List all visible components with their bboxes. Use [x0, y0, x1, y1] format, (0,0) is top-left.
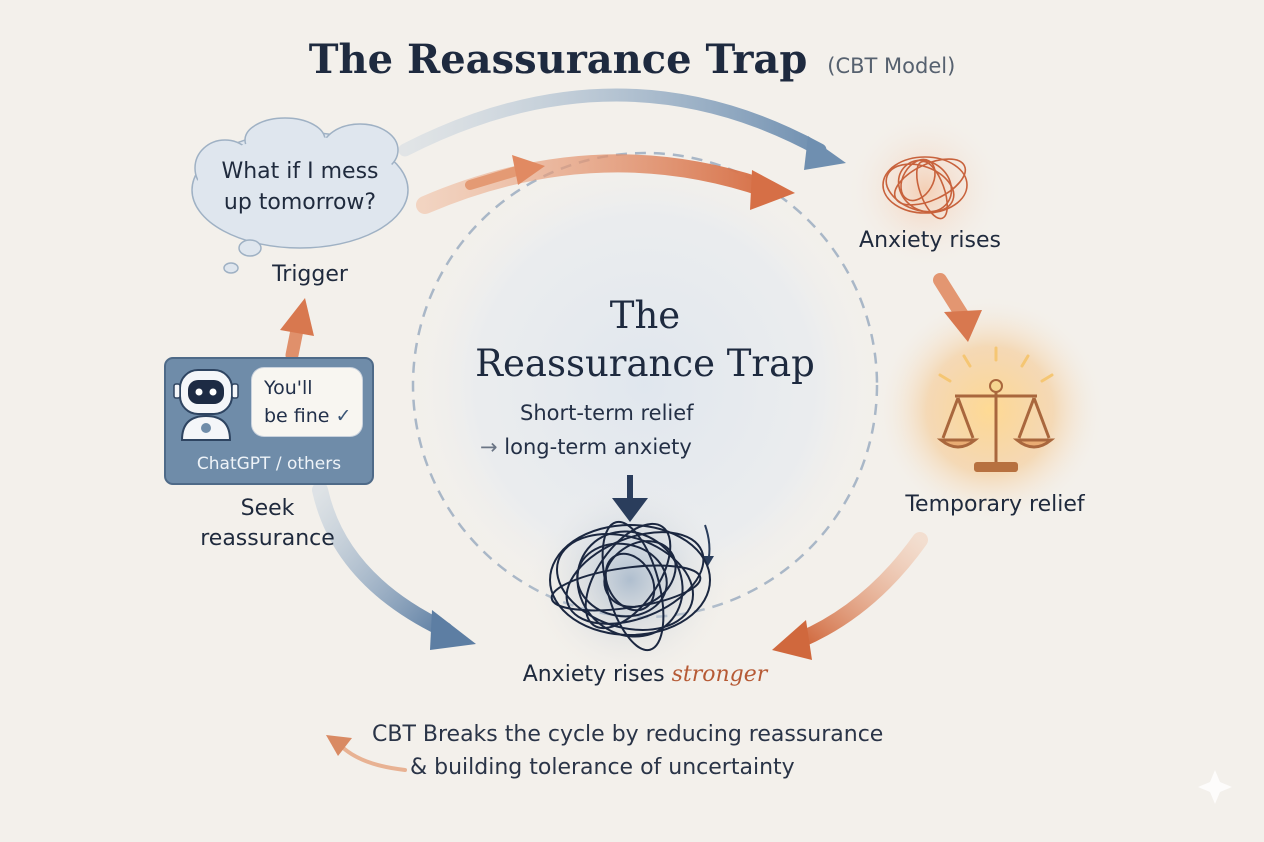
footer-text: CBT Breaks the cycle by reducing reassur… [372, 718, 932, 784]
footer-curved-arrow [338, 743, 407, 772]
center-sub-line2: long-term anxiety [504, 435, 692, 459]
seek-label-line1: Seek [240, 496, 295, 521]
center-down-arrowhead [612, 498, 648, 522]
bubble-line2: be fine [264, 405, 330, 427]
source-label: ChatGPT / others [196, 454, 342, 474]
thought-cloud-icon [191, 117, 409, 274]
temporary-relief-label: Temporary relief [905, 492, 1085, 517]
anxiety-stronger-label: Anxiety rises stronger [470, 662, 820, 687]
seek-reassurance-label: Seek reassurance [185, 494, 350, 554]
tangled-scribble-icon [549, 520, 711, 652]
top-blue-arrowhead [804, 136, 846, 170]
scribble-icon [882, 156, 968, 220]
center-title: The Reassurance Trap [430, 292, 860, 388]
footer-line2: & building tolerance of uncertainty [410, 755, 795, 780]
trigger-thought-line2: up tomorrow? [223, 190, 377, 215]
seek-to-stronger-arrowhead [430, 610, 476, 650]
trigger-thought-line1: What if I mess [221, 159, 379, 184]
stronger-glow [525, 475, 735, 685]
top-blue-arc [398, 88, 827, 157]
anxiety-stronger-emphasis: stronger [671, 662, 768, 687]
relief-to-stronger-arc [792, 532, 928, 648]
footer-line1: CBT Breaks the cycle by reducing reassur… [372, 722, 884, 747]
relief-to-stronger-arrowhead [772, 620, 812, 660]
anxiety-to-relief-arrowhead [944, 310, 982, 342]
scales-icon [936, 346, 1056, 472]
center-sub-arrow: → [480, 435, 498, 459]
seek-label-line2: reassurance [200, 526, 335, 551]
center-glow [400, 140, 890, 630]
footer-arrowhead [326, 735, 352, 756]
center-title-line1: The [609, 294, 681, 337]
seek-to-stronger-arc [312, 482, 453, 638]
title-main: The Reassurance Trap [308, 36, 808, 83]
anxiety-glow [845, 110, 1005, 270]
relief-glow [875, 295, 1105, 525]
anxiety-to-relief-arrow [933, 273, 969, 322]
center-title-line2: Reassurance Trap [475, 342, 815, 385]
page-title: The Reassurance Trap (CBT Model) [0, 36, 1264, 83]
anxiety-rises-label: Anxiety rises [859, 228, 1001, 253]
robot-icon [173, 369, 239, 441]
trigger-thought: What if I mess up tomorrow? [200, 156, 400, 218]
center-sub-line1: Short-term relief [520, 401, 694, 425]
seek-to-trigger-arrowhead [280, 298, 314, 336]
check-icon: ✓ [335, 405, 352, 427]
trigger-label: Trigger [272, 262, 348, 287]
cloud-orange-arrowhead [512, 155, 545, 185]
cloud-orange-arrow [465, 165, 525, 190]
sparkle-icon [1198, 770, 1232, 804]
center-subtitle: Short-term relief → long-term anxiety [480, 396, 800, 464]
top-orange-arrowhead [750, 170, 795, 210]
bubble-line1: You'll [264, 377, 313, 399]
title-sub: (CBT Model) [827, 54, 956, 78]
anxiety-stronger-prefix: Anxiety rises [522, 662, 665, 687]
reassurance-bubble: You'll be fine ✓ [252, 368, 362, 436]
